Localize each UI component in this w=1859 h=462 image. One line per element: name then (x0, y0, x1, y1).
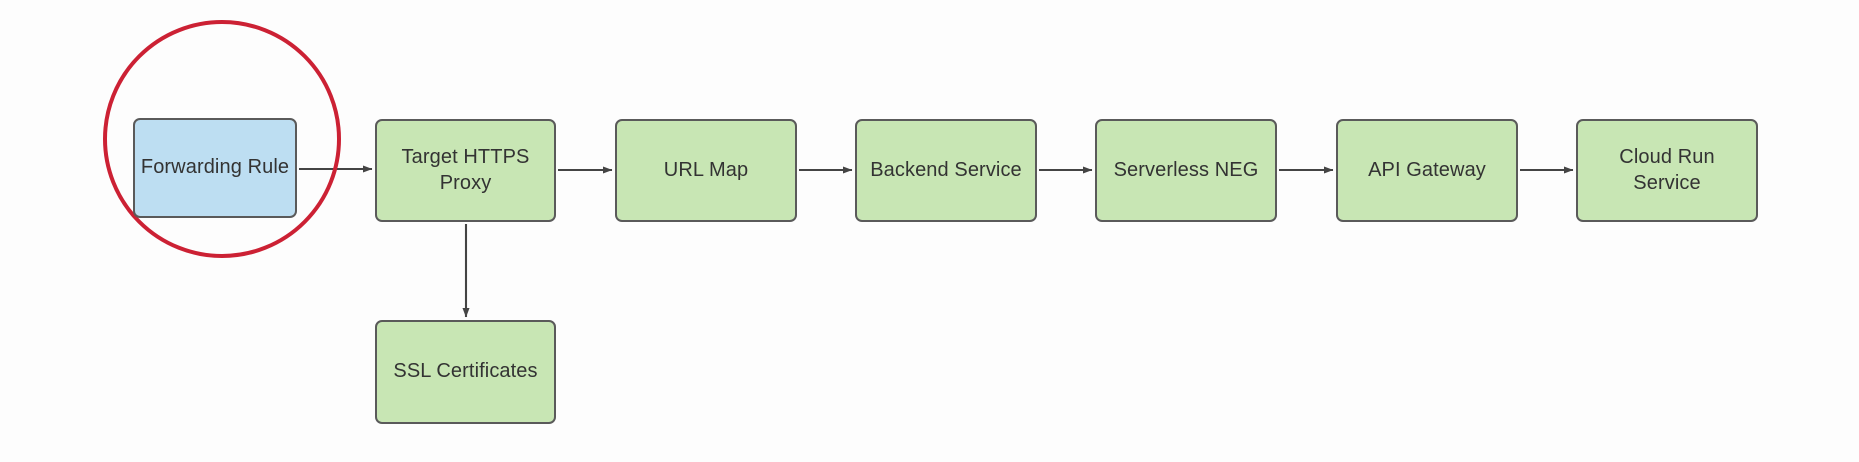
node-api-gateway-label: API Gateway (1368, 158, 1486, 181)
node-target-https-proxy[interactable]: Target HTTPS Proxy (375, 119, 556, 222)
node-backend-service-label: Backend Service (870, 158, 1022, 181)
node-forwarding-rule[interactable]: Forwarding Rule (133, 118, 297, 218)
node-serverless-neg[interactable]: Serverless NEG (1095, 119, 1277, 222)
node-url-map-label: URL Map (663, 158, 749, 181)
node-serverless-neg-label: Serverless NEG (1113, 158, 1259, 181)
node-cloud-run-service-label: Cloud Run Service (1619, 145, 1715, 194)
node-target-https-proxy-label: Target HTTPS Proxy (401, 145, 530, 194)
node-forwarding-rule-label: Forwarding Rule (140, 156, 290, 179)
node-backend-service[interactable]: Backend Service (855, 119, 1037, 222)
node-api-gateway[interactable]: API Gateway (1336, 119, 1518, 222)
node-ssl-certificates[interactable]: SSL Certificates (375, 320, 556, 424)
node-ssl-certificates-label: SSL Certificates (393, 360, 538, 383)
node-url-map[interactable]: URL Map (615, 119, 797, 222)
node-cloud-run-service[interactable]: Cloud Run Service (1576, 119, 1758, 222)
